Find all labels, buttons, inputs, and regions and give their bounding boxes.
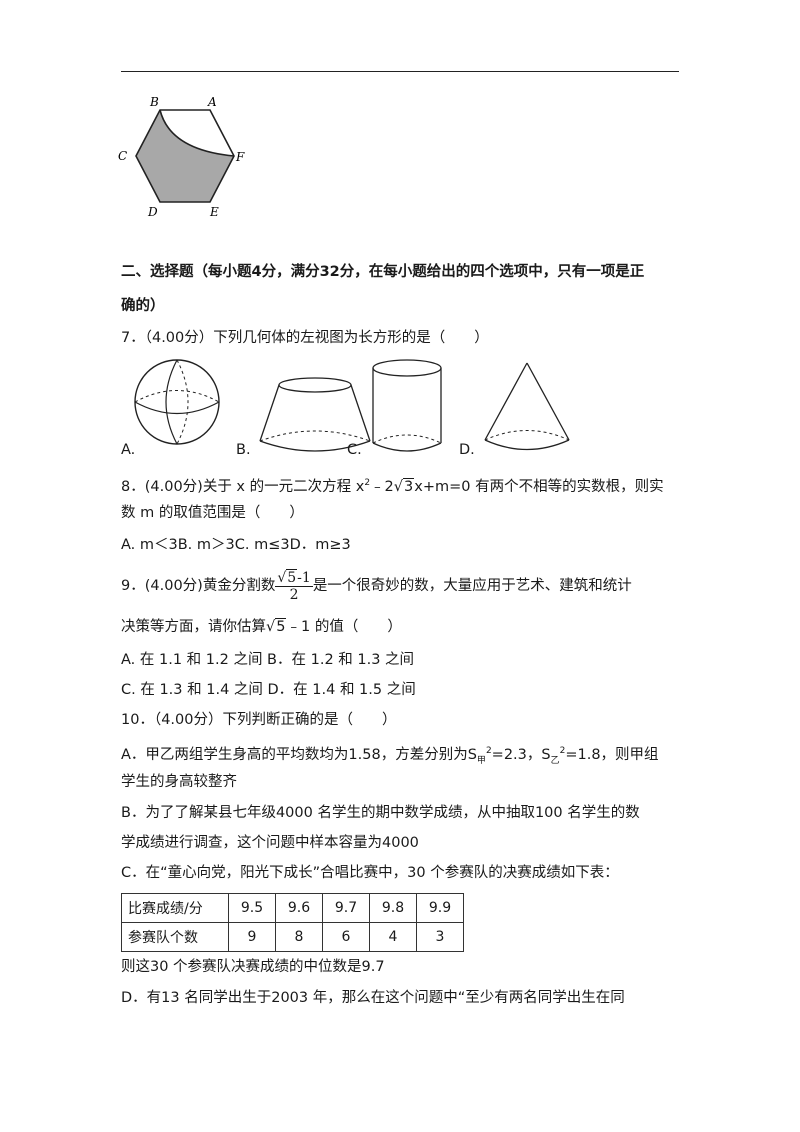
q10-a-sup1: 2 <box>485 746 492 756</box>
q8-sup: 2 <box>364 478 371 488</box>
hexagon-figure: B A C F D E <box>118 95 245 219</box>
q7-option-c: C. <box>347 442 362 458</box>
frustum-icon <box>259 377 371 452</box>
table-cell: 9.8 <box>369 893 417 923</box>
table-cell: 9.5 <box>228 893 276 923</box>
q9-frac-den: 2 <box>289 586 299 603</box>
q9-num-rest: -1 <box>297 569 311 586</box>
q7-option-a: A. <box>121 442 136 458</box>
q7-option-b: B. <box>236 442 251 458</box>
q10-c-line1: C．在“童心向党，阳光下成长”合唱比赛中，30 个参赛队的决赛成绩如下表： <box>121 865 619 881</box>
q10-stem: 10．（4.00分）下列判断正确的是（ ） <box>121 712 397 728</box>
table-cell: 参赛队个数 <box>121 922 229 952</box>
table-cell: 4 <box>369 922 417 952</box>
q7-stem: 7．（4.00分）下列几何体的左视图为长方形的是（ ） <box>121 330 489 346</box>
q10-c-line2: 则这30 个参赛队决赛成绩的中位数是9.7 <box>121 959 385 975</box>
q9-num-radicand: 5 <box>286 568 298 586</box>
table-cell: 9 <box>228 922 276 952</box>
label-a: A <box>207 95 217 109</box>
label-f: F <box>235 150 245 164</box>
q9-text-1: 9．(4.00分)黄金分割数 <box>121 578 276 594</box>
q9-text-2: 是一个很奇妙的数，大量应用于艺术、建筑和统计 <box>312 578 632 594</box>
section2-title-line2: 确的） <box>121 298 165 314</box>
cylinder-icon <box>372 359 442 452</box>
table-cell: 8 <box>275 922 323 952</box>
q10-b-line2: 学成绩进行调查，这个问题中样本容量为4000 <box>121 835 419 851</box>
label-d: D <box>147 205 158 219</box>
table-row: 参赛队个数 9 8 6 4 3 <box>121 922 464 952</box>
solids-figure <box>134 359 570 452</box>
table-cell: 3 <box>416 922 464 952</box>
table-cell: 9.7 <box>322 893 370 923</box>
q8-options: A. m＜3B. m＞3C. m≤3D．m≥3 <box>121 537 351 553</box>
label-b: B <box>149 95 159 109</box>
q9-line2: 决策等方面，请你估算√5﹣1 的值（ ） <box>121 617 402 637</box>
q8-text-3: x+m=0 有两个不相等的实数根，则实 <box>414 479 664 495</box>
shaded-region <box>136 110 234 202</box>
table-cell: 9.9 <box>416 893 464 923</box>
table-cell: 比赛成绩/分 <box>121 893 229 923</box>
q7-option-d: D. <box>459 442 475 458</box>
arc-bf <box>159 109 235 157</box>
q10-a-sub2: 乙 <box>550 755 560 766</box>
table-cell: 6 <box>322 922 370 952</box>
label-e: E <box>209 205 219 219</box>
q8-text-2: ﹣2 <box>370 479 394 495</box>
q8-text-1: 8．(4.00分)关于 x 的一元二次方程 x <box>121 479 365 495</box>
hexagon-outline <box>135 109 235 203</box>
q10-a-text-3: =1.8，则甲组 <box>565 747 659 763</box>
q10-b-line1: B．为了了解某县七年级4000 名学生的期中数学成绩，从中抽取100 名学生的数 <box>121 805 640 821</box>
q8-radicand: 3 <box>403 478 415 495</box>
q9-line2-text-2: ﹣1 的值（ ） <box>286 619 402 635</box>
q9-line2-text-1: 决策等方面，请你估算 <box>121 619 266 635</box>
q9-line2-radicand: 5 <box>275 618 287 635</box>
q8-line2: 数 m 的取值范围是（ ） <box>121 505 304 521</box>
q10-a-text-1: A．甲乙两组学生身高的平均数均为1.58，方差分别为S <box>121 747 477 763</box>
q9-options-cd: C. 在 1.3 和 1.4 之间 D．在 1.4 和 1.5 之间 <box>121 682 416 698</box>
q9-frac-num: √5-1 <box>275 568 313 587</box>
q9-radical: √5 <box>266 618 287 635</box>
q10-a-line1: A．甲乙两组学生身高的平均数均为1.58，方差分别为S甲2=2.3，S乙2=1.… <box>121 741 659 771</box>
score-table: 比赛成绩/分 9.5 9.6 9.7 9.8 9.9 参赛队个数 9 8 6 4… <box>121 893 464 952</box>
q10-a-line2: 学生的身高较整齐 <box>121 774 237 790</box>
q10-d-line1: D．有13 名同学出生于2003 年，那么在这个问题中“至少有两名同学出生在同 <box>121 990 625 1006</box>
header-rule <box>121 71 679 72</box>
table-row: 比赛成绩/分 9.5 9.6 9.7 9.8 9.9 <box>121 893 464 923</box>
label-c: C <box>118 149 127 163</box>
q10-a-text-2: =2.3，S <box>491 747 551 763</box>
sphere-icon <box>134 359 220 445</box>
q9-options-ab: A. 在 1.1 和 1.2 之间 B．在 1.2 和 1.3 之间 <box>121 652 415 668</box>
table-cell: 9.6 <box>275 893 323 923</box>
q8-radical: √3 <box>393 478 415 495</box>
q10-a-sup2: 2 <box>559 746 566 756</box>
q8-line1: 8．(4.00分)关于 x 的一元二次方程 x2﹣2√3x+m=0 有两个不相等… <box>121 473 664 497</box>
section2-title-line1: 二、选择题（每小题4分，满分32分，在每小题给出的四个选项中，只有一项是正 <box>121 264 645 280</box>
q10-a-sub1: 甲 <box>476 755 486 766</box>
cone-icon <box>484 362 570 451</box>
